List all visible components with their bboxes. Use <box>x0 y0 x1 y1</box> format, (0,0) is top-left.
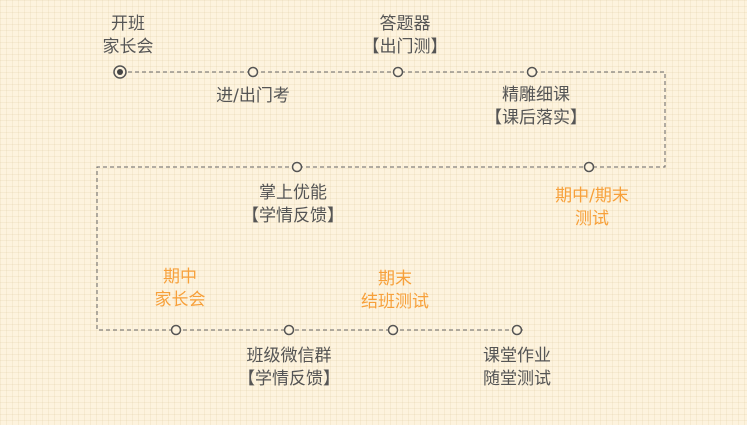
label-line: 掌上优能 <box>259 183 327 203</box>
label-line: 随堂测试 <box>483 369 551 389</box>
node-dot <box>583 161 595 173</box>
start-node-dot <box>117 69 123 75</box>
label-line: 期中 <box>163 267 197 287</box>
node-label-midterm-meeting: 期中家长会 <box>100 266 260 312</box>
node-dot <box>170 324 182 336</box>
label-line: 【学情反馈】 <box>238 369 340 389</box>
label-line: 进/出门考 <box>216 86 290 106</box>
node-label-clicker: 答题器【出门测】 <box>325 13 485 59</box>
label-line: 结班测试 <box>361 292 429 312</box>
node-label-wechat-group: 班级微信群【学情反馈】 <box>209 345 369 391</box>
node-dot <box>283 324 295 336</box>
label-line: 测试 <box>575 209 609 229</box>
label-line: 【课后落实】 <box>485 108 587 128</box>
node-label-final-test: 期末结班测试 <box>315 268 475 314</box>
label-line: 期中/期末 <box>555 186 629 206</box>
node-dot <box>387 324 399 336</box>
node-label-midterm-final-test: 期中/期末测试 <box>512 185 672 231</box>
label-line: 课堂作业 <box>483 346 551 366</box>
label-line: 班级微信群 <box>246 346 332 366</box>
node-dot <box>247 66 259 78</box>
node-label-opening-meeting: 开班家长会 <box>48 13 208 59</box>
node-dot <box>511 324 523 336</box>
node-dot <box>526 66 538 78</box>
node-label-refined-lessons: 精雕细课【课后落实】 <box>456 84 616 130</box>
label-line: 家长会 <box>102 37 154 57</box>
node-label-entry-exit-test: 进/出门考 <box>173 85 333 108</box>
label-line: 精雕细课 <box>502 85 570 105</box>
node-label-homework: 课堂作业随堂测试 <box>437 345 597 391</box>
label-line: 答题器 <box>379 14 431 34</box>
node-dot <box>291 161 303 173</box>
node-dot <box>392 66 404 78</box>
node-label-mobile-app: 掌上优能【学情反馈】 <box>213 182 373 228</box>
label-line: 开班 <box>111 14 145 34</box>
label-line: 【出门测】 <box>362 37 448 57</box>
label-line: 【学情反馈】 <box>242 206 344 226</box>
label-line: 家长会 <box>154 290 206 310</box>
label-line: 期末 <box>378 269 412 289</box>
